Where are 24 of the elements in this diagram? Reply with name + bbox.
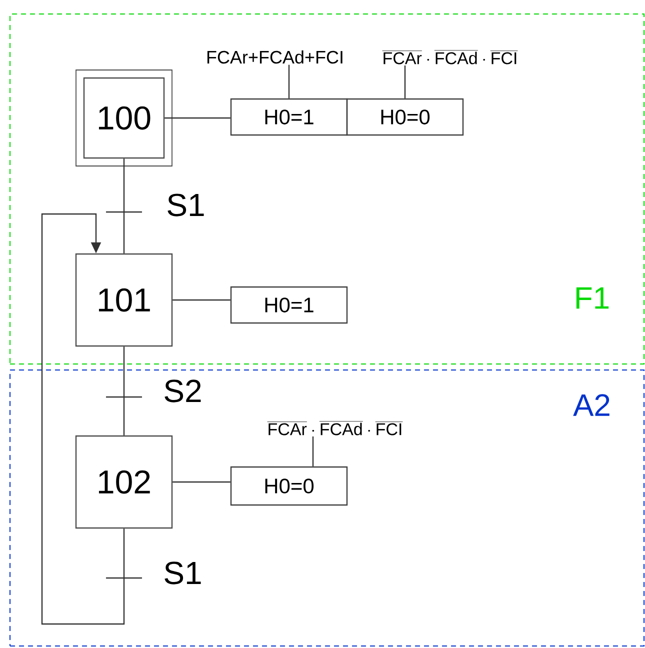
transition-label: S1 [164, 562, 201, 584]
action-box: H0=0 [230, 466, 348, 506]
connector-line [164, 117, 230, 119]
connector-line [288, 64, 290, 98]
region-label: F1 [576, 287, 609, 309]
region-label: A2 [573, 394, 610, 416]
connector-line [172, 299, 230, 301]
connector-line [172, 481, 230, 483]
action-box: H0=0 [346, 98, 464, 136]
connector-line [41, 213, 125, 625]
action-box: H0=1 [230, 286, 348, 324]
initial-step-box: 100 [76, 70, 172, 166]
transition-label: S2 [164, 380, 201, 402]
condition-formula: $\overline{\mathrm{FCAr}}\cdot\overline{\mathrm{FCAd}}\cdot\overline{\mathrm{FCI}}$ [382, 50, 518, 64]
condition-formula: $\overline{\mathrm{FCAr}}\cdot\overline{\mathrm{FCAd}}\cdot\overline{\mathrm{FCI}}$ [267, 421, 403, 436]
transition-label: S1 [168, 194, 204, 216]
connector-line [312, 436, 314, 466]
step-box: 102 [75, 435, 173, 529]
action-box: H0=1 [230, 98, 348, 136]
connector-line [404, 65, 406, 98]
connector-line [123, 346, 125, 436]
connector-line [123, 158, 125, 254]
step-box: 101 [75, 253, 173, 347]
condition-text: FCAr+FCAd+FCI [207, 50, 342, 64]
